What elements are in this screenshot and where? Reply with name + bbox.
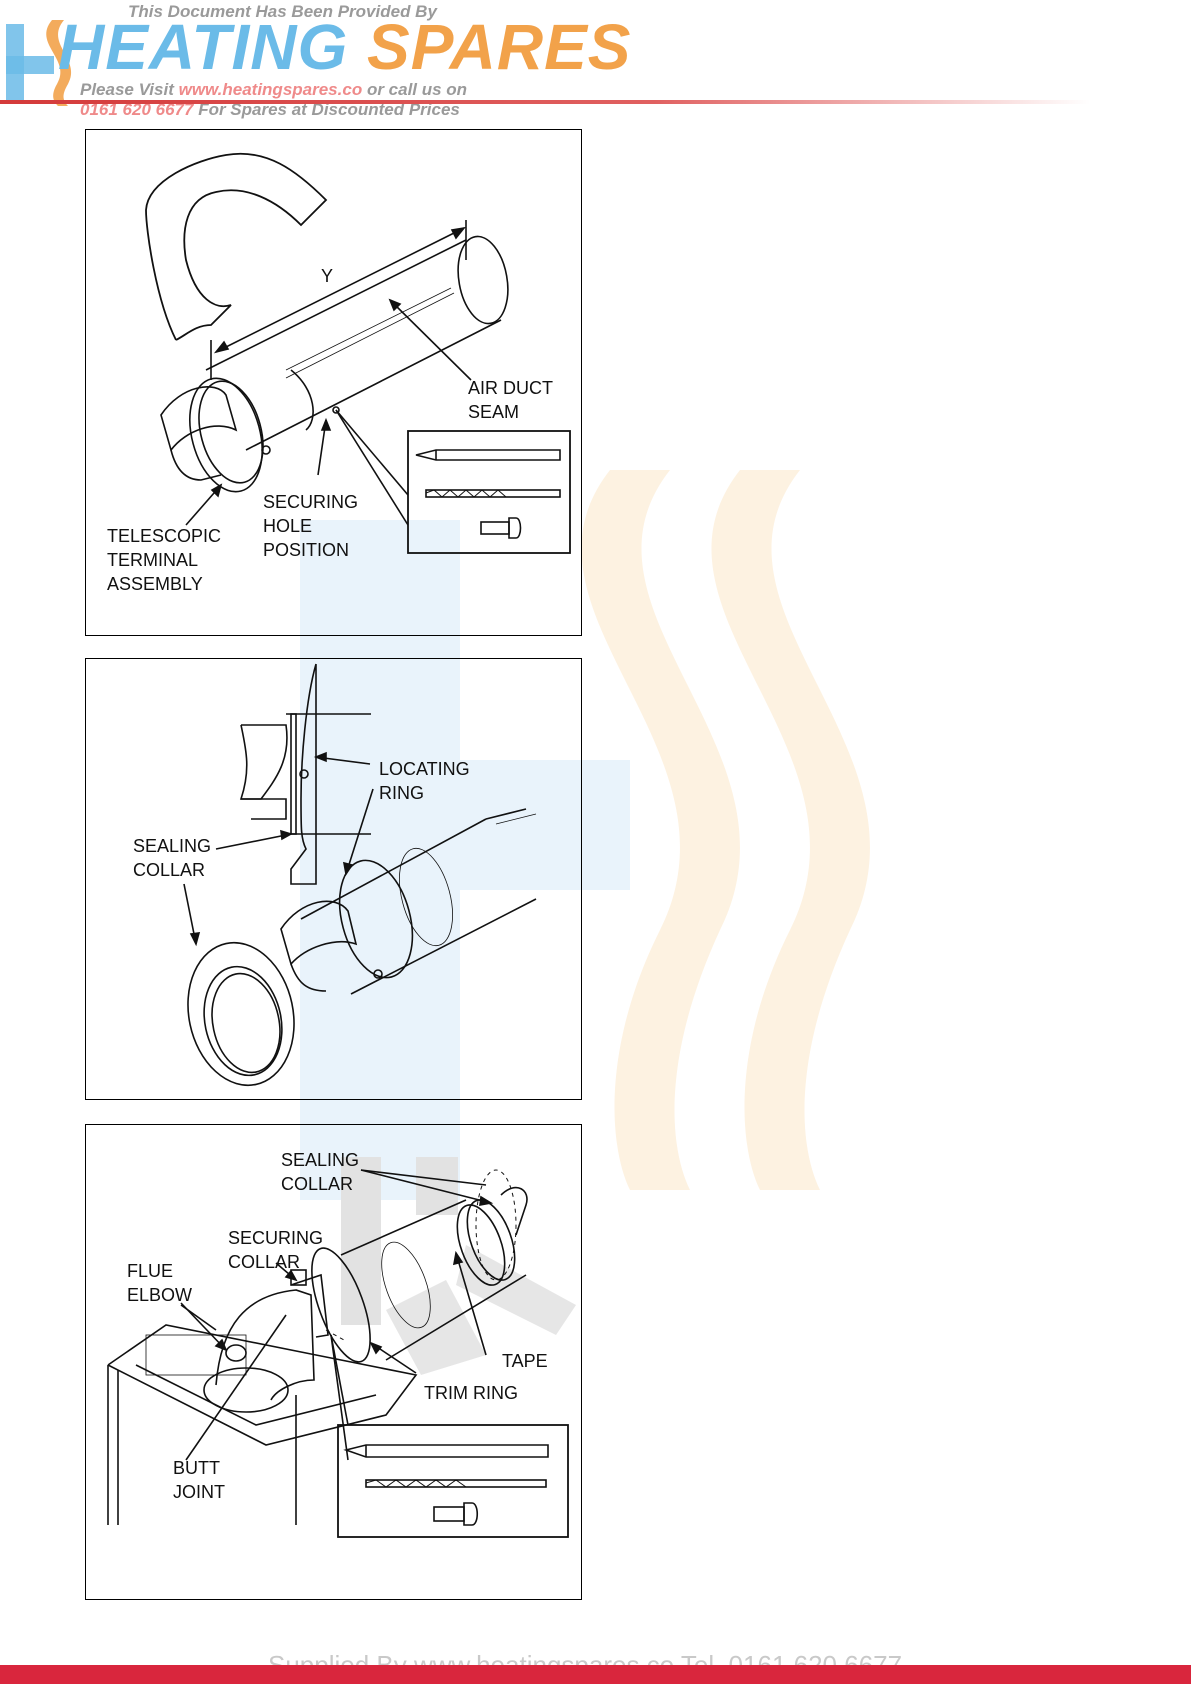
dimension-y-label: Y — [321, 266, 334, 286]
watermark-s-shape — [581, 470, 870, 1190]
visit-url-link[interactable]: www.heatingspares.co — [178, 80, 363, 99]
figure2-drawing — [183, 663, 537, 1087]
brand-logo-text: HEATING SPARES — [58, 11, 632, 83]
securing-hole-position-label: SECURING HOLE POSITION — [263, 492, 359, 560]
figure-flue-assembly-installed: SEALING COLLAR SECURING COLLAR FLUE ELBO… — [85, 1124, 582, 1600]
footer-bar — [0, 1665, 1191, 1684]
sealing-collar-label-3: SEALING COLLAR — [281, 1150, 360, 1194]
heating-spares-logo-icon — [6, 20, 72, 106]
figure-sealing-collar-fit: LOCATING RING SEALING COLLAR — [85, 658, 582, 1100]
figure-telescopic-terminal: Y AIR DUCT SEAM SECURING HOLE POSITION T… — [85, 129, 582, 636]
locating-ring-label: LOCATING RING — [379, 759, 470, 803]
figure1-drawing — [145, 152, 571, 554]
header-divider — [0, 100, 1090, 104]
visit-text: Please Visit www.heatingspares.co or cal… — [80, 80, 468, 99]
tape-label: TAPE — [502, 1351, 548, 1371]
figure3-drawing — [107, 1157, 576, 1538]
trim-ring-label: TRIM RING — [424, 1383, 518, 1403]
securing-collar-label: SECURING COLLAR — [228, 1228, 324, 1272]
butt-joint-label: BUTT JOINT — [173, 1458, 225, 1502]
watermark-bar-horizontal — [300, 760, 630, 890]
flue-elbow-label: FLUE ELBOW — [127, 1261, 193, 1305]
phone-text: 0161 620 6677 For Spares at Discounted P… — [80, 100, 460, 119]
air-duct-seam-label: AIR DUCT SEAM — [468, 378, 553, 422]
telescopic-terminal-assembly-label: TELESCOPIC TERMINAL ASSEMBLY — [107, 526, 222, 594]
sealing-collar-label: SEALING COLLAR — [133, 836, 212, 880]
provided-by-text: This Document Has Been Provided By — [128, 2, 437, 21]
